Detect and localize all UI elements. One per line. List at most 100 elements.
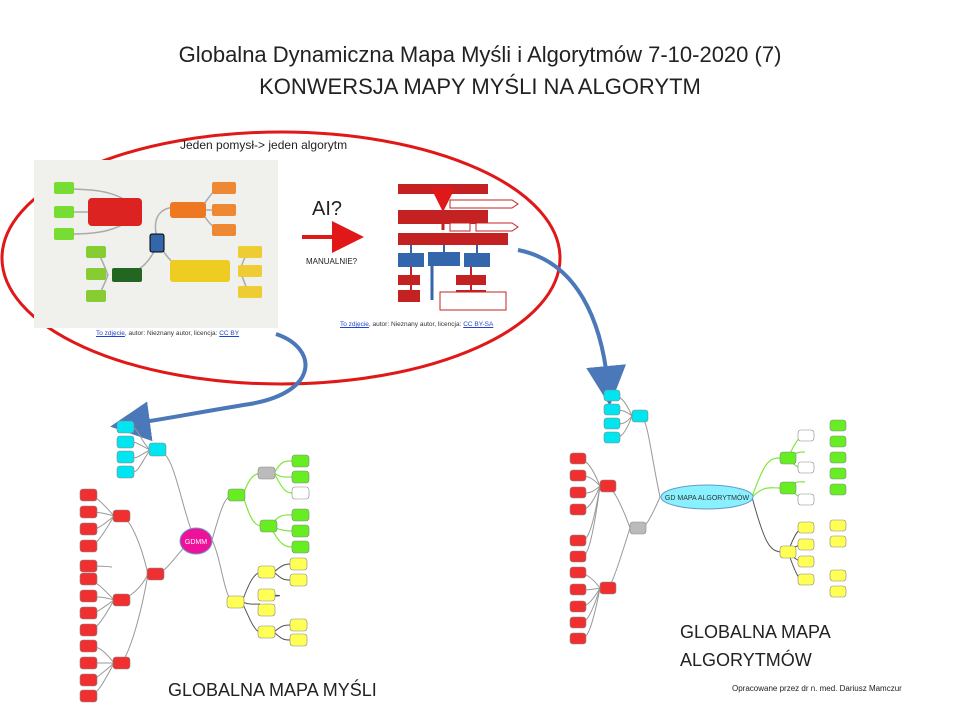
arrow-to-mind-map: [110, 332, 308, 442]
mind-node-family: [54, 206, 74, 218]
green-leaf-node: [291, 454, 310, 468]
green-hub-node: [259, 519, 278, 533]
red-leaf-node: [79, 572, 98, 586]
yellow-hub-node: [797, 573, 815, 586]
red-leaf-node: [569, 600, 587, 613]
mind-node-yellow-main: [170, 260, 230, 282]
red-leaf-node: [79, 689, 98, 703]
red-leaf-node: [569, 469, 587, 482]
yellow-leaf-node: [289, 573, 308, 587]
cyan-node: [116, 450, 135, 464]
yellow-main-node: [779, 545, 797, 559]
green-leaf-node: [829, 451, 847, 464]
red-leaf-node: [569, 486, 587, 499]
gdmm-center-node: [179, 527, 213, 555]
red-leaf-node: [79, 639, 98, 653]
green-leaf-node: [291, 508, 310, 522]
global-algorithm-map: GD MAPA ALGORYTMÓW: [569, 389, 847, 645]
green-leaf-node: [829, 419, 847, 432]
cyan-node: [603, 389, 621, 402]
right-image-credit: To zdjęcie, autor: Nieznany autor, licen…: [340, 321, 493, 328]
red-hub-node: [112, 509, 131, 523]
gdma-center-label: GD MAPA ALGORYTMÓW: [665, 493, 750, 502]
red-leaf-node: [569, 452, 587, 465]
red-leaf-node: [79, 673, 98, 687]
left-image-credit: To zdjęcie, autor: Nieznany autor, licen…: [96, 330, 239, 337]
page-title-line-2: KONWERSJA MAPY MYŚLI NA ALGORYTM: [259, 74, 701, 99]
green-leaf-node: [291, 524, 310, 538]
cyan-hub-node: [148, 442, 167, 457]
gray-main-node: [629, 521, 647, 535]
yellow-hub-node: [797, 555, 815, 568]
red-leaf-node: [569, 583, 587, 596]
empty-leaf-node: [797, 461, 815, 474]
red-leaf-node: [79, 539, 98, 553]
mind-map-footer-label: GLOBALNA MAPA MYŚLI: [168, 680, 377, 700]
yellow-main-node: [226, 595, 245, 609]
red-leaf-node: [79, 656, 98, 670]
cyan-hub-node: [631, 409, 649, 423]
gdma-center-node: [660, 484, 754, 510]
red-leaf-node: [79, 606, 98, 620]
right-license-link[interactable]: CC BY-SA: [463, 321, 494, 328]
red-leaf-node: [569, 534, 587, 547]
red-hub-node: [599, 581, 617, 595]
green-leaf-node: [291, 540, 310, 554]
ai-label: AI?: [312, 198, 343, 220]
red-leaf-node: [79, 505, 98, 519]
global-mind-map: GDMM: [79, 420, 310, 703]
yellow-leaf-node: [829, 585, 847, 598]
red-main-node: [146, 567, 165, 581]
mind-node-red-main: [88, 198, 142, 226]
red-leaf-node: [79, 589, 98, 603]
green-hub-node: [779, 481, 797, 495]
yellow-hub-node: [257, 625, 276, 639]
cyan-node: [603, 417, 621, 430]
yellow-leaf-node: [289, 633, 308, 647]
red-leaf-node: [569, 616, 587, 629]
page-title-line-1: Globalna Dynamiczna Mapa Myśli i Algoryt…: [178, 42, 782, 67]
green-leaf-node: [829, 483, 847, 496]
yellow-leaf-node: [257, 588, 276, 602]
cyan-node: [116, 465, 135, 479]
mind-node-brothers: [54, 228, 74, 240]
mind-center-node: [149, 233, 165, 253]
green-leaf-node: [829, 467, 847, 480]
green-leaf-node: [829, 435, 847, 448]
yellow-leaf-node: [289, 618, 308, 632]
yellow-hub-node: [257, 565, 276, 579]
yellow-leaf-node: [257, 603, 276, 617]
cyan-node: [116, 420, 135, 434]
cyan-node: [116, 435, 135, 449]
right-credit-link[interactable]: To zdjęcie: [340, 321, 369, 328]
mind-node-darkgreen-main: [112, 268, 142, 282]
yellow-hub-node: [797, 521, 815, 534]
red-leaf-node: [79, 488, 98, 502]
mind-node-orange-main: [170, 202, 206, 218]
red-leaf-node: [79, 623, 98, 637]
manual-label: MANUALNIE?: [306, 257, 358, 266]
red-leaf-node: [569, 566, 587, 579]
red-leaf-node: [79, 559, 98, 573]
red-leaf-node: [569, 503, 587, 516]
yellow-hub-node: [797, 538, 815, 551]
left-credit-link[interactable]: To zdjęcie: [96, 330, 125, 337]
gray-node: [257, 466, 276, 480]
mind-node-mother: [54, 182, 74, 194]
oval-caption: Jeden pomysł-> jeden algorytm: [180, 138, 348, 152]
arrow-to-algorithm-map: [517, 248, 627, 406]
green-hub-node: [779, 451, 797, 465]
red-leaf-node: [569, 632, 587, 645]
algorithm-map-footer-label-1: GLOBALNA MAPA: [680, 622, 831, 642]
author-credit: Opracowane przez dr n. med. Dariusz Mamc…: [732, 684, 902, 693]
algorithm-map-footer-label-2: ALGORYTMÓW: [680, 650, 812, 670]
left-license-link[interactable]: CC BY: [219, 330, 240, 337]
empty-leaf-node: [797, 429, 815, 442]
green-leaf-node: [291, 470, 310, 484]
yellow-leaf-node: [829, 535, 847, 548]
empty-leaf-node: [291, 486, 310, 500]
conversion-oval: [0, 130, 562, 386]
gdmm-center-label: GDMM: [185, 539, 207, 546]
red-hub-node: [112, 593, 131, 607]
